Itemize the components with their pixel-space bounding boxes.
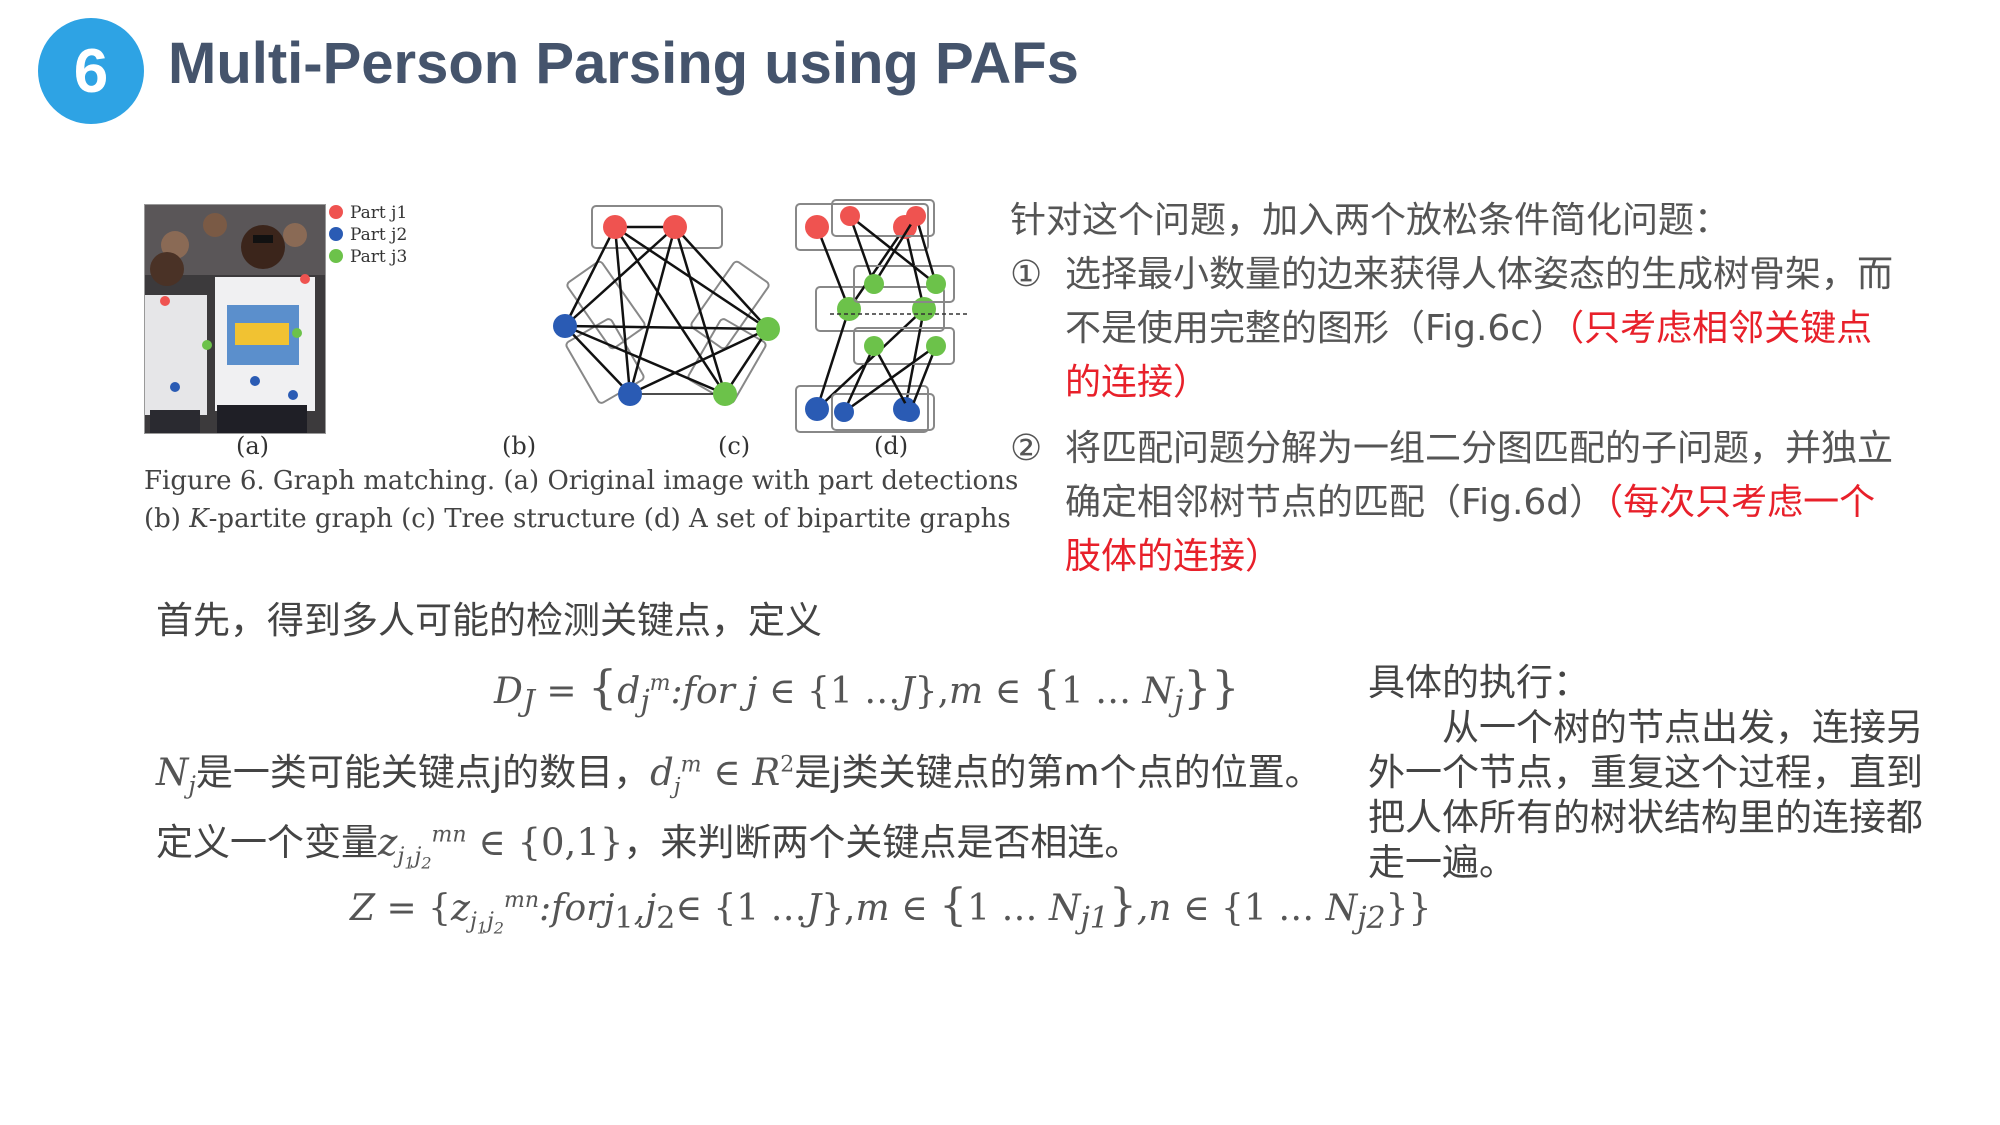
photo-illustration <box>145 205 325 433</box>
circled-number-1: ① <box>1010 254 1043 295</box>
section-number: 6 <box>73 36 109 106</box>
condition-2: ② 将匹配问题分解为一组二分图匹配的子问题，并独立 确定相邻树节点的匹配（Fig… <box>1010 422 1950 584</box>
legend-label-j2: Part j2 <box>350 225 407 245</box>
execution-description: 具体的执行： 从一个树的节点出发，连接另 外一个节点，重复这个过程，直到 把人体… <box>1368 660 1938 885</box>
figure-caption: Figure 6. Graph matching. (a) Original i… <box>144 462 1019 538</box>
equation-z: Z = {zj1j2mn:forj1,j2∈ {1 …J},m ∈ {1 … N… <box>350 880 1432 938</box>
relaxation-conditions: 针对这个问题，加入两个放松条件简化问题： ① 选择最小数量的边来获得人体姿态的生… <box>1010 194 1950 584</box>
legend-dot-j1 <box>329 205 343 219</box>
condition-1: ① 选择最小数量的边来获得人体姿态的生成树骨架，而 不是使用完整的图形（Fig.… <box>1010 248 1950 410</box>
exec-heading: 具体的执行： <box>1368 661 1590 704</box>
graph-b-kpartite <box>553 205 780 406</box>
figure-photo <box>144 204 326 434</box>
figure-graph-matching: Part j1 Part j2 Part j3 <box>144 196 974 546</box>
equation-dj: DJ = {djm:for j ∈ {1 …J},m ∈ {1 … Nj}} <box>494 660 1240 720</box>
section-number-badge: 6 <box>38 18 144 124</box>
legend-dot-j3 <box>329 249 343 263</box>
label-d: (d) <box>874 432 909 460</box>
note-adjacent-keypoints: （只考虑相邻关键点 <box>1566 308 1873 349</box>
circled-number-2: ② <box>1010 428 1043 469</box>
label-b: (b) <box>502 432 537 460</box>
intro-text: 针对这个问题，加入两个放松条件简化问题： <box>1010 200 1731 241</box>
legend: Part j1 Part j2 Part j3 <box>329 203 407 267</box>
variable-description: 定义一个变量zj1j2mn ∈ {0,1}，来判断两个关键点是否相连。 <box>156 821 1142 873</box>
label-a: (a) <box>236 432 270 460</box>
slide-title: Multi-Person Parsing using PAFs <box>168 31 1079 96</box>
legend-dot-j2 <box>329 227 343 241</box>
nj-description: Nj是一类可能关键点j的数目，djm ∈ R2是j类关键点的第m个点的位置。 <box>156 751 1322 800</box>
caption-line-2: (b) K-partite graph (c) Tree structure (… <box>144 504 1011 534</box>
legend-label-j3: Part j3 <box>350 247 407 267</box>
label-c: (c) <box>718 432 751 460</box>
graph-d-bipartite-sets <box>830 199 970 431</box>
legend-label-j1: Part j1 <box>350 203 407 223</box>
first-sentence: 首先，得到多人可能的检测关键点，定义 <box>156 599 822 642</box>
caption-line-1: Figure 6. Graph matching. (a) Original i… <box>144 466 1019 496</box>
note-one-limb: （每次只考虑一个 <box>1605 482 1876 523</box>
